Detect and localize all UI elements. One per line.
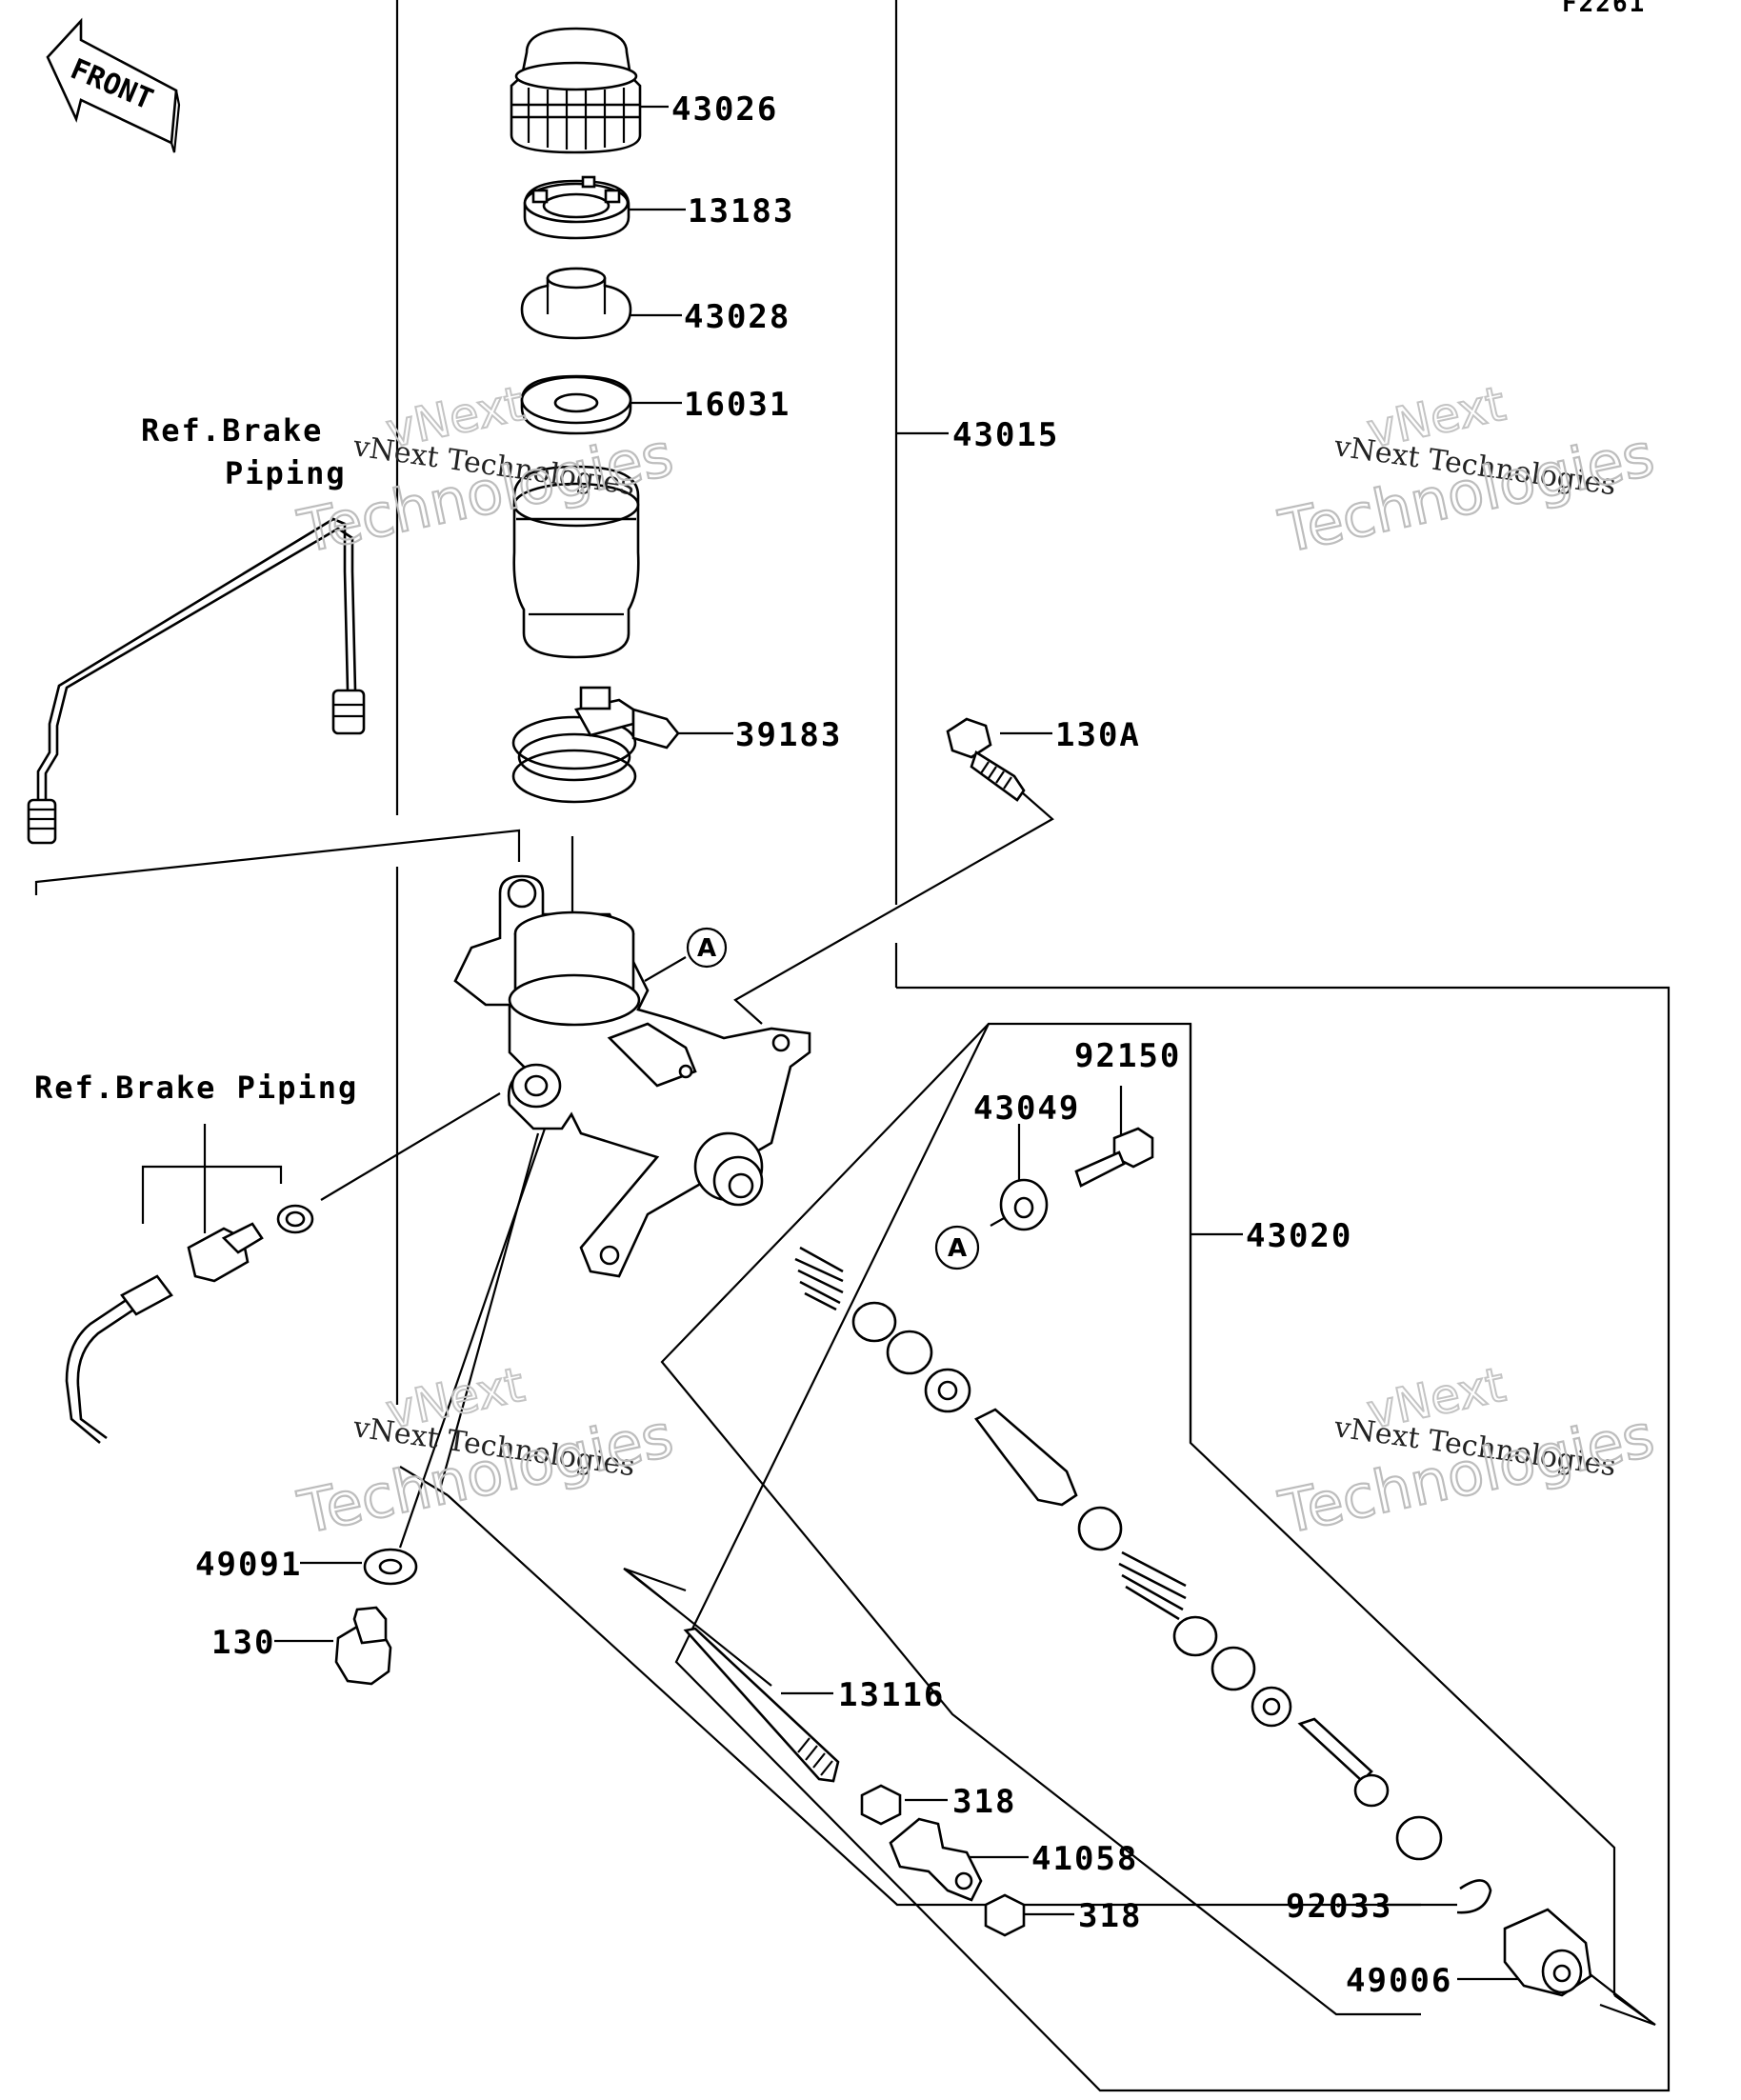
part-label-43020: 43020 <box>1246 1217 1352 1255</box>
group-frame-lines <box>395 0 1671 2092</box>
watermark-line3: Technologies <box>1273 419 1660 566</box>
part-label-92033: 92033 <box>1286 1888 1392 1926</box>
part-labels: 43026 13183 43028 16031 43015 39183 130A… <box>195 90 1452 2000</box>
clamp-39183 <box>511 686 680 804</box>
front-arrow-icon: FRONT <box>46 17 181 153</box>
watermark-line3: Technologies <box>292 1400 679 1547</box>
plate-13183 <box>523 175 630 240</box>
part-label-43015: 43015 <box>952 416 1059 454</box>
nut-318-upper <box>860 1784 902 1826</box>
part-label-43026: 43026 <box>671 90 778 129</box>
diaphragm-43028 <box>520 267 632 340</box>
diagram-code: F2261 <box>1562 0 1646 18</box>
bolt-130a <box>946 717 1026 802</box>
part-label-318-upper: 318 <box>952 1783 1016 1821</box>
part-label-16031: 16031 <box>684 386 790 424</box>
ring-16031 <box>520 374 632 435</box>
reference-mark-a-upper: A <box>686 927 728 969</box>
ref-brake-piping-lower: Ref.Brake Piping <box>34 1070 358 1106</box>
part-label-49006: 49006 <box>1346 1962 1452 2000</box>
cap-43026 <box>510 27 642 154</box>
part-label-49091: 49091 <box>195 1546 302 1584</box>
reservoir <box>512 465 640 659</box>
bleeder-92150 <box>1074 1127 1154 1188</box>
part-label-13183: 13183 <box>688 192 794 230</box>
reference-mark-a-lower-text: A <box>948 1234 967 1263</box>
part-label-43049: 43049 <box>973 1090 1080 1128</box>
watermark-line3: Technologies <box>1273 1400 1660 1547</box>
reference-mark-a-lower: A <box>934 1225 980 1270</box>
part-label-130a: 130A <box>1055 716 1141 754</box>
ref-brake-piping-labels: Ref.Brake Piping Ref.Brake Piping <box>34 412 358 1106</box>
nut-318-lower <box>984 1893 1026 1937</box>
brake-pipe-upper <box>27 517 366 845</box>
part-label-39183: 39183 <box>735 716 842 754</box>
piston-kit-parts <box>794 1246 1592 1997</box>
brake-pipe-lower <box>65 1204 314 1444</box>
master-cylinder-body <box>453 874 811 1278</box>
push-rod-13116 <box>683 1627 840 1783</box>
part-label-41058: 41058 <box>1031 1840 1138 1878</box>
ref-brake-piping-upper-line2: Piping <box>225 455 347 491</box>
washer-49091 <box>363 1548 418 1586</box>
part-label-43028: 43028 <box>684 298 790 336</box>
clevis-41058 <box>889 1817 983 1902</box>
cap-43049 <box>999 1178 1049 1231</box>
bolt-130 <box>334 1606 392 1686</box>
part-label-318-lower: 318 <box>1078 1897 1142 1935</box>
ref-brake-piping-upper-line1: Ref.Brake <box>141 412 323 449</box>
part-label-130: 130 <box>211 1624 275 1662</box>
reference-mark-a-upper-text: A <box>697 934 716 963</box>
part-label-92150: 92150 <box>1074 1037 1181 1075</box>
part-label-13116: 13116 <box>838 1676 945 1714</box>
